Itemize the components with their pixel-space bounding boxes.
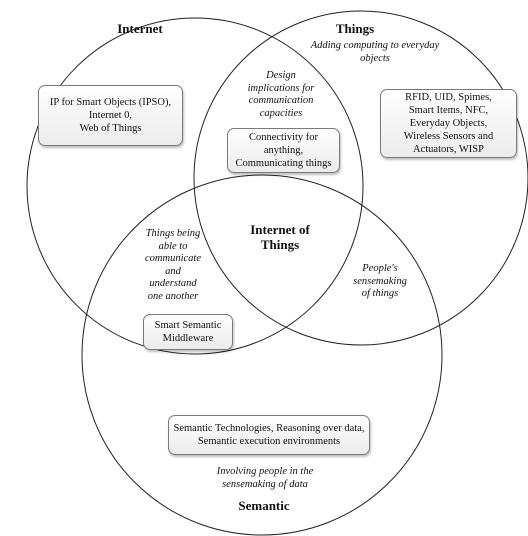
center-title: Internet of Things <box>230 222 330 252</box>
things-box-line: Wireless Sensors and <box>403 131 494 142</box>
things-semantic-note-line: of things <box>361 288 399 299</box>
semantic-examples-box: Semantic Technologies, Reasoning over da… <box>168 415 370 455</box>
internet-things-note-line: Design <box>266 70 296 81</box>
internet-things-note-line: communication <box>248 95 314 106</box>
semantic-circle <box>81 174 443 536</box>
semantic-description-line: sensemaking of data <box>222 478 308 490</box>
internet-semantic-note-line: understand <box>149 278 197 289</box>
things-description: Adding computing to everyday objects <box>290 40 460 65</box>
internet-box-line: Internet 0, <box>88 110 133 121</box>
internet-things-box: Connectivity for anything, Communicating… <box>227 128 340 173</box>
center-title-line: Internet of <box>250 222 310 237</box>
things-box-line: Smart Items, NFC, <box>408 105 489 116</box>
internet-examples-box: IP for Smart Objects (IPSO), Internet 0,… <box>38 85 183 146</box>
semantic-description-line: Involving people in the <box>216 466 314 477</box>
internet-semantic-box-line: Smart Semantic <box>154 320 222 331</box>
internet-things-box-line: Connectivity for <box>248 132 319 143</box>
internet-title: Internet <box>117 21 163 36</box>
things-semantic-note-line: sensemaking <box>353 275 407 287</box>
semantic-description: Involving people in the sensemaking of d… <box>190 466 340 491</box>
internet-circle <box>26 17 364 355</box>
internet-things-box-line: Communicating things <box>235 158 332 169</box>
things-description-line: objects <box>360 52 390 64</box>
things-box-line: Actuators, WISP <box>413 144 484 155</box>
internet-things-box-line: anything, <box>263 145 304 156</box>
internet-semantic-note-line: communicate <box>145 253 201 264</box>
internet-box-line: IP for Smart Objects (IPSO), <box>49 97 172 108</box>
internet-semantic-note-line: one another <box>147 290 199 302</box>
internet-semantic-box-line: Middleware <box>162 333 214 344</box>
center-title-line: Things <box>260 237 300 252</box>
semantic-title: Semantic <box>238 498 290 513</box>
internet-things-note: Design implications for communication ca… <box>226 70 336 120</box>
internet-semantic-note-line: and <box>165 265 181 277</box>
internet-semantic-note-line: Things being <box>145 228 201 239</box>
things-semantic-note-line: People's <box>362 263 398 274</box>
internet-semantic-box: Smart Semantic Middleware <box>143 314 233 350</box>
internet-box-line: Web of Things <box>79 123 142 134</box>
semantic-box-line: Semantic execution environments <box>197 436 341 447</box>
things-box-line: RFID, UID, Spimes, <box>405 92 492 103</box>
things-title: Things <box>335 21 375 36</box>
things-semantic-note: People's sensemaking of things <box>335 263 425 301</box>
things-description-line: Adding computing to everyday <box>310 40 440 51</box>
internet-things-note-line: capacities <box>259 107 303 119</box>
internet-semantic-note-line: able to <box>158 240 188 252</box>
things-circle <box>193 10 528 346</box>
things-examples-box: RFID, UID, Spimes, Smart Items, NFC, Eve… <box>380 89 517 158</box>
semantic-box-line: Semantic Technologies, Reasoning over da… <box>173 423 365 434</box>
internet-semantic-note: Things being able to communicate and und… <box>128 228 218 303</box>
things-box-line: Everyday Objects, <box>409 118 488 129</box>
internet-things-note-line: implications for <box>247 82 315 94</box>
